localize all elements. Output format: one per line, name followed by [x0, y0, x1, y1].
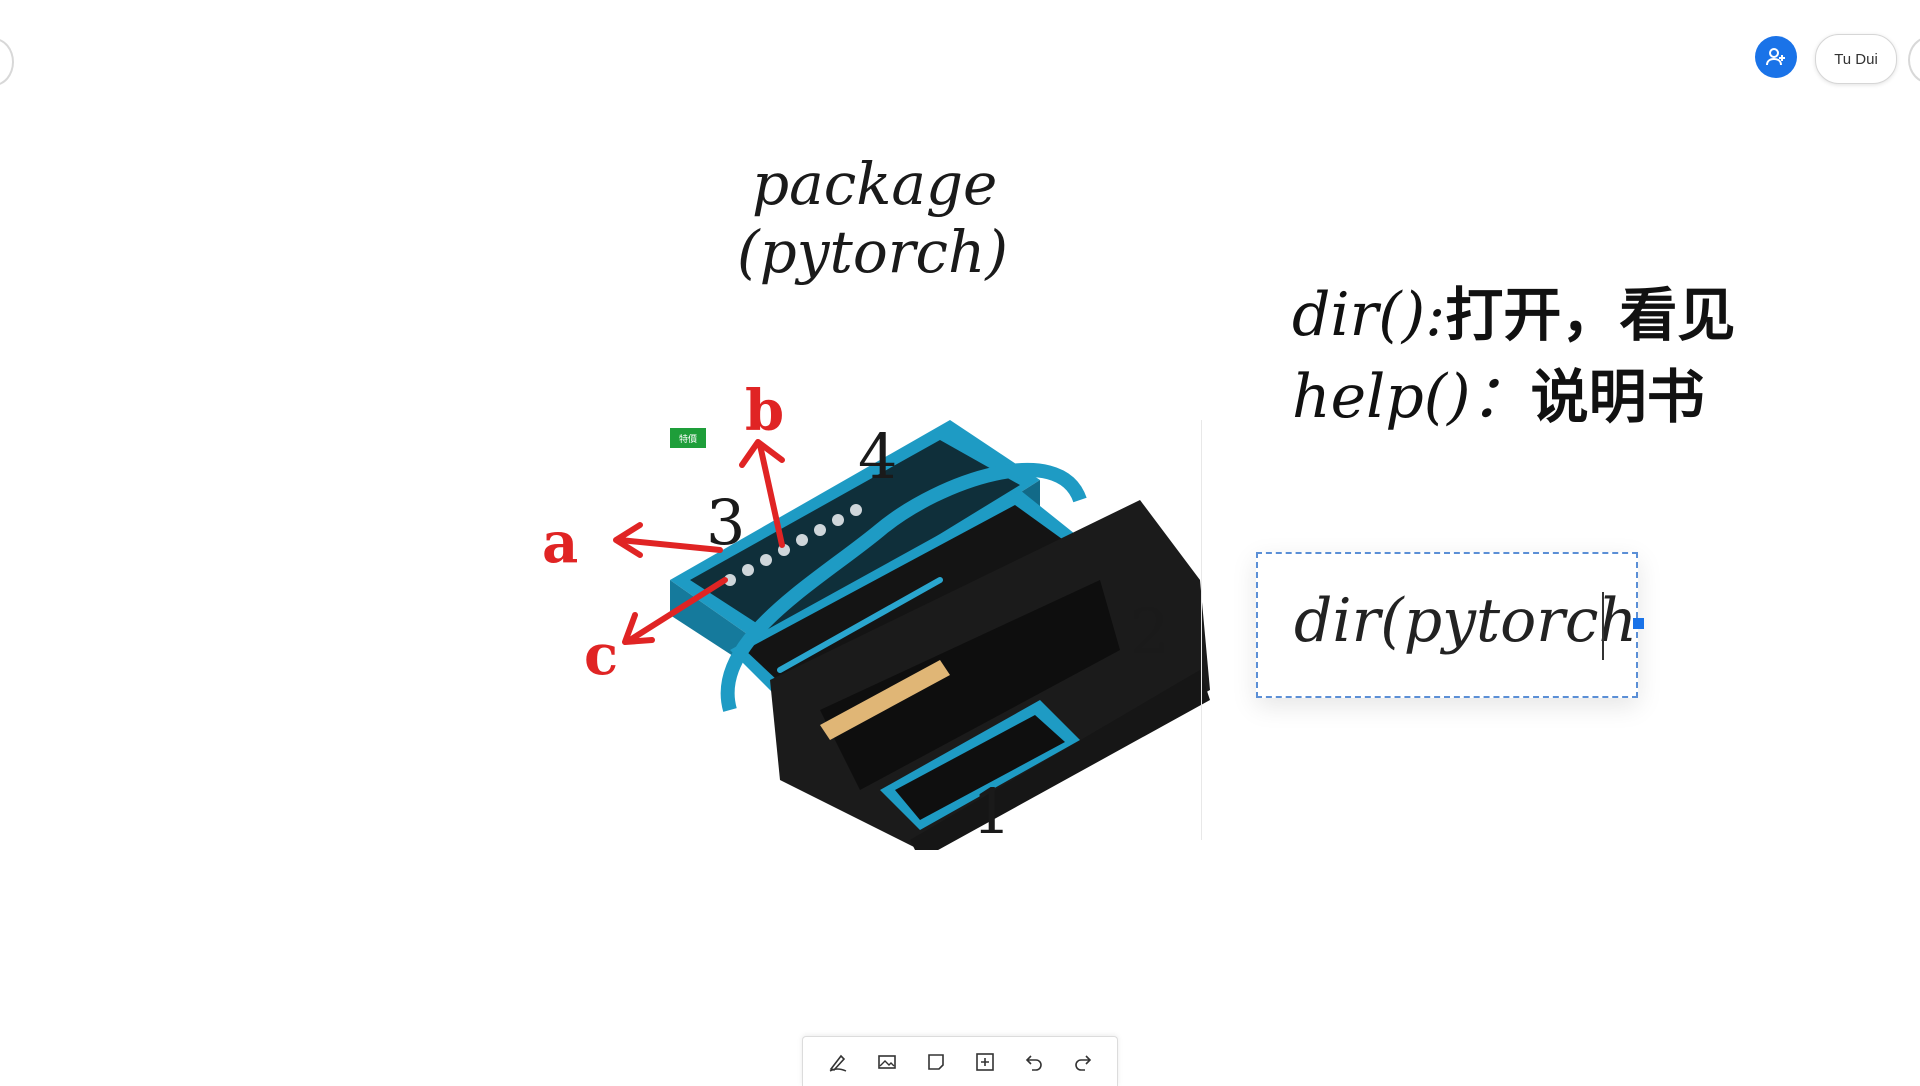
- redo-button[interactable]: [1067, 1046, 1099, 1078]
- shape-tool-button[interactable]: [920, 1046, 952, 1078]
- text-caret: [1602, 592, 1604, 660]
- label-a: a: [542, 510, 579, 576]
- note-help-text: 说明书: [1530, 363, 1705, 431]
- user-avatar-pill[interactable]: Tu Dui: [1815, 34, 1897, 84]
- title-package: package: [752, 150, 998, 218]
- label-b: b: [745, 378, 785, 444]
- person-icon: [1766, 48, 1785, 66]
- undo-button[interactable]: [1018, 1046, 1050, 1078]
- user-name: Tu Dui: [1834, 50, 1878, 68]
- price-tag: 特價: [670, 428, 706, 448]
- note-help: help()：说明书: [1292, 348, 1705, 435]
- label-4: 4: [858, 420, 898, 493]
- collaborators-icon[interactable]: [1755, 36, 1797, 78]
- title-pytorch: (pytorch): [737, 218, 1008, 286]
- pen-tool-button[interactable]: [822, 1046, 854, 1078]
- text-box-content[interactable]: dir(pytorch: [1294, 586, 1638, 656]
- label-1: 1: [972, 775, 1012, 848]
- side-panel-button[interactable]: [1908, 36, 1920, 84]
- text-box-editing[interactable]: dir(pytorch: [1256, 552, 1644, 698]
- label-c: c: [584, 622, 619, 688]
- resize-handle[interactable]: [1633, 618, 1644, 629]
- red-annotations: [613, 439, 785, 645]
- label-3: 3: [706, 486, 746, 559]
- note-dir: dir():打开，看见: [1292, 268, 1735, 352]
- undo-icon: [1025, 1054, 1042, 1071]
- note-dir-code: dir():: [1292, 280, 1446, 350]
- image-divider: [1201, 420, 1202, 840]
- image-tool-button[interactable]: [871, 1046, 903, 1078]
- label-2: 2: [1130, 595, 1170, 668]
- menu-button[interactable]: [0, 38, 14, 86]
- add-tool-button[interactable]: [969, 1046, 1001, 1078]
- bottom-toolbar: [802, 1036, 1118, 1086]
- image-icon: [877, 1054, 896, 1069]
- note-dir-text: 打开，看见: [1445, 281, 1736, 349]
- add-icon: [975, 1052, 994, 1071]
- shape-icon: [927, 1053, 944, 1070]
- pen-icon: [829, 1054, 846, 1072]
- toolbox-image[interactable]: [520, 380, 1220, 850]
- note-help-code: help()：: [1292, 362, 1531, 432]
- redo-icon: [1074, 1054, 1091, 1071]
